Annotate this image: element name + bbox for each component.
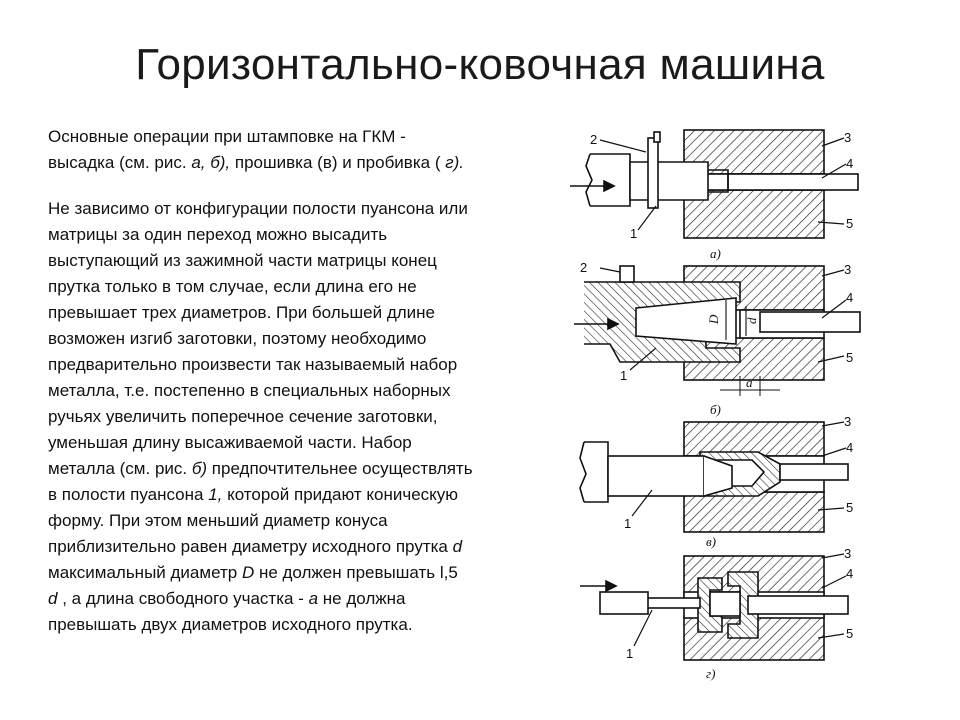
text-line: превышать двух диаметров исходного прутк… [48,615,413,634]
text-line: в полости пуансона 1, которой придают ко… [48,482,548,508]
callout-1-b: 1 [620,368,627,383]
dim-a-b: а [746,375,753,390]
text-line: возможен изгиб заготовки, поэтому необхо… [48,329,427,348]
clamp-pin-a [647,137,659,209]
text-run: прошивка (в) и пробивка ( [230,153,446,172]
text-run-italic: г). [445,153,464,172]
text-run-italic: d [452,537,463,556]
diagram-a [570,129,859,239]
text-run: не должен превышать l,5 [254,563,458,582]
dim-d-b: d [744,317,759,324]
die-lower-v [683,491,825,533]
callout-4-a: 4 [846,156,853,171]
callout-3-b: 3 [844,262,851,277]
callout-5-g: 5 [846,626,853,641]
callout-5-b: 5 [846,350,853,365]
paragraph-upsetting-rules: Не зависимо от конфигурации полости пуан… [48,196,548,638]
piercing-punch-g [643,597,701,609]
text-run: в полости пуансона [48,485,209,504]
text-line: максимальный диаметр D не должен превыша… [48,560,548,586]
callout-1-v: 1 [624,516,631,531]
text-line: прутка только в том случае, если длина е… [48,277,417,296]
caption-g: г) [706,666,715,681]
cone-cavity-b [635,297,737,345]
diagram-b [574,265,861,396]
callout-5-v: 5 [846,500,853,515]
text-run: приблизительно равен диаметру исходного … [48,537,453,556]
dim-D-b: D [706,314,721,325]
forging-diagram: 2 3 4 5 1 а) [570,129,861,681]
forging-diagram-figure: 2 3 4 5 1 а) [560,126,880,716]
text-run-italic: а, б), [191,153,231,172]
punch-v [607,455,705,497]
text-line: предварительно произвести так называемый… [48,355,458,374]
callout-1-g: 1 [626,646,633,661]
ejector-v [779,463,849,481]
die-upper-v [683,421,825,457]
text-run: не должна [318,589,406,608]
diagram-g [580,553,849,661]
body-text: Основные операции при штамповке на ГКМ -… [48,124,548,638]
callout-5-a: 5 [846,216,853,231]
text-line: ручьях увеличить поперечное сечение заго… [48,407,438,426]
text-line: приблизительно равен диаметру исходного … [48,534,548,560]
text-run: которой придают коническую [222,485,459,504]
text-line: уменьшая длину высаживаемой части. Набор [48,433,412,452]
slide-title: Горизонтально-ковочная машина [135,40,825,89]
text-line: металла (см. рис. б) предпочтительнее ос… [48,456,548,482]
text-line: форму. При этом меньший диаметр конуса [48,511,388,530]
text-run-italic: 1, [208,485,223,504]
text-run-italic: а [308,589,319,608]
caption-a: а) [710,246,721,261]
text-line: Не зависимо от конфигурации полости пуан… [48,199,468,218]
text-line: d , а длина свободного участка - а не до… [48,586,548,612]
callout-4-b: 4 [846,290,853,305]
text-run-italic: D [241,563,255,582]
callout-1-a: 1 [630,226,637,241]
text-run: высадка (см. рис. [48,153,192,172]
text-run-italic: d [48,589,58,608]
punch-a [590,153,631,207]
text-run: металла (см. рис. [48,459,192,478]
bar-stock-a [727,173,859,191]
callout-4-v: 4 [846,440,853,455]
text-run: максимальный диаметр [48,563,242,582]
callout-4-g: 4 [846,566,853,581]
caption-v: в) [706,534,716,549]
ejector-g [747,595,849,615]
text-line: металла, т.е. постепенно в специальных н… [48,381,451,400]
paragraph-operations: Основные операции при штамповке на ГКМ -… [48,124,548,176]
text-line: превышает трех диаметров. При большей дл… [48,303,435,322]
bar-stock-b [759,311,861,333]
callout-2-b: 2 [580,260,587,275]
text-run-italic: б) [191,459,208,478]
text-run: предпочтительнее осуществлять [207,459,473,478]
text-run: , а длина свободного участка - [57,589,309,608]
text-line: выступающий из зажимной части матрицы ко… [48,251,437,270]
diagram-v [579,421,849,533]
callout-3-g: 3 [844,546,851,561]
callout-3-v: 3 [844,414,851,429]
text-line: матрицы за один переход можно высадить [48,225,388,244]
text-line: высадка (см. рис. а, б), прошивка (в) и … [48,150,548,176]
caption-b: б) [710,402,721,417]
callout-2-a: 2 [590,132,597,147]
text-line: Основные операции при штамповке на ГКМ - [48,127,406,146]
callout-3-a: 3 [844,130,851,145]
